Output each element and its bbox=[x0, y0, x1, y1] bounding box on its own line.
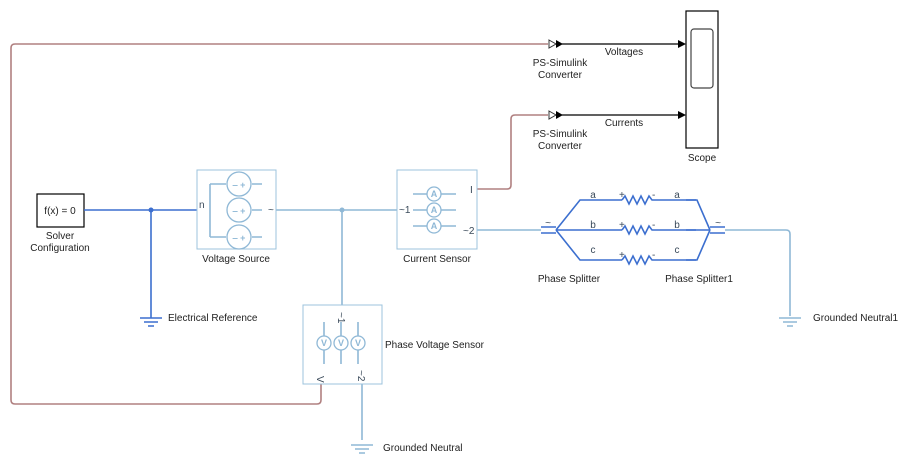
three-phase-line[interactable] bbox=[276, 209, 791, 440]
svg-text:V: V bbox=[321, 338, 327, 348]
svg-text:-: - bbox=[652, 220, 655, 231]
junction-dot bbox=[339, 207, 345, 213]
currents-label: Currents bbox=[605, 118, 643, 129]
solver-label: Solver bbox=[46, 231, 75, 242]
ps-simulink-converter-2[interactable]: PS-Simulink Converter bbox=[533, 110, 588, 152]
converter-label: Converter bbox=[538, 70, 583, 81]
phase-splitter-label: Phase Splitter bbox=[538, 274, 601, 285]
scope-label: Scope bbox=[688, 153, 717, 164]
phase-label: a bbox=[674, 190, 680, 201]
ammeter-icon: A A A bbox=[426, 186, 442, 234]
converter-label: Converter bbox=[538, 141, 583, 152]
phase-voltage-sensor-block[interactable]: V V V ~1 ~2 V Phase Voltage Sensor bbox=[302, 304, 485, 385]
current-sensor-block[interactable]: A A A ~1 ~2 I Current Sensor bbox=[396, 169, 478, 265]
svg-text:V: V bbox=[338, 338, 344, 348]
phase-label: c bbox=[591, 245, 596, 256]
port-out: ~ bbox=[268, 205, 274, 216]
currents-signal[interactable]: Currents bbox=[562, 111, 686, 129]
port-in: ~1 bbox=[335, 312, 346, 324]
converter-label: PS-Simulink bbox=[533, 58, 588, 69]
voltage-source-label: Voltage Source bbox=[202, 254, 270, 265]
grounded-neutral1-label: Grounded Neutral1 bbox=[813, 313, 898, 324]
svg-text:-: - bbox=[652, 190, 655, 201]
electrical-reference-label: Electrical Reference bbox=[168, 313, 258, 324]
phase-label: b bbox=[674, 220, 680, 231]
phase-label: a bbox=[590, 190, 596, 201]
electrical-reference-block[interactable]: Electrical Reference bbox=[140, 313, 258, 327]
solver-configuration-block[interactable]: f(x) = 0 Solver Configuration bbox=[30, 193, 90, 254]
solver-label: Configuration bbox=[30, 243, 89, 254]
svg-text:~: ~ bbox=[715, 218, 721, 229]
svg-text:A: A bbox=[431, 189, 438, 199]
scope-block[interactable]: Scope bbox=[685, 10, 719, 164]
voltages-signal[interactable]: Voltages bbox=[562, 40, 686, 58]
voltage-signal-line[interactable] bbox=[10, 43, 548, 405]
voltmeter-icon: V V V bbox=[316, 335, 366, 351]
svg-text:~: ~ bbox=[545, 218, 551, 229]
solver-expression: f(x) = 0 bbox=[44, 206, 76, 217]
phase-splitter-block[interactable]: ~ a b c Phase Splitter bbox=[538, 190, 622, 285]
phase-label: c bbox=[675, 245, 680, 256]
phase-voltage-sensor-label: Phase Voltage Sensor bbox=[385, 340, 485, 351]
grounded-neutral1-block[interactable]: Grounded Neutral1 bbox=[779, 313, 898, 327]
current-sensor-label: Current Sensor bbox=[403, 254, 471, 265]
ac-source-icon: ‒ + ‒ + ‒ + bbox=[226, 171, 252, 250]
phase-splitter1-label: Phase Splitter1 bbox=[665, 274, 733, 285]
svg-text:A: A bbox=[431, 205, 438, 215]
port-out: ~2 bbox=[355, 370, 366, 382]
junction-dot bbox=[148, 207, 154, 213]
svg-text:V: V bbox=[355, 338, 361, 348]
svg-text:‒ +: ‒ + bbox=[232, 180, 246, 190]
voltage-source-block[interactable]: ‒ + ‒ + ‒ + n ~ Voltage Source bbox=[196, 169, 277, 265]
port-v: V bbox=[314, 376, 325, 383]
current-signal-line[interactable] bbox=[477, 114, 548, 190]
svg-text:‒ +: ‒ + bbox=[232, 206, 246, 216]
grounded-neutral-block[interactable]: Grounded Neutral bbox=[351, 443, 463, 454]
converter-label: PS-Simulink bbox=[533, 129, 588, 140]
ps-simulink-converter-1[interactable]: PS-Simulink Converter bbox=[533, 39, 588, 81]
svg-text:+: + bbox=[619, 190, 625, 201]
port-in: ~1 bbox=[399, 205, 411, 216]
port-n: n bbox=[199, 200, 205, 211]
svg-text:‒ +: ‒ + bbox=[232, 233, 246, 243]
grounded-neutral-label: Grounded Neutral bbox=[383, 443, 463, 454]
resistor-icons: + - + - + - bbox=[619, 190, 696, 266]
svg-text:A: A bbox=[431, 221, 438, 231]
svg-text:-: - bbox=[652, 250, 655, 261]
svg-text:+: + bbox=[619, 250, 625, 261]
phase-splitter1-block[interactable]: ~ a b c Phase Splitter1 bbox=[665, 190, 733, 285]
scope-screen-icon bbox=[690, 28, 714, 89]
port-out: ~2 bbox=[463, 226, 475, 237]
svg-text:+: + bbox=[619, 220, 625, 231]
port-i: I bbox=[470, 185, 473, 196]
voltages-label: Voltages bbox=[605, 47, 643, 58]
phase-label: b bbox=[590, 220, 596, 231]
